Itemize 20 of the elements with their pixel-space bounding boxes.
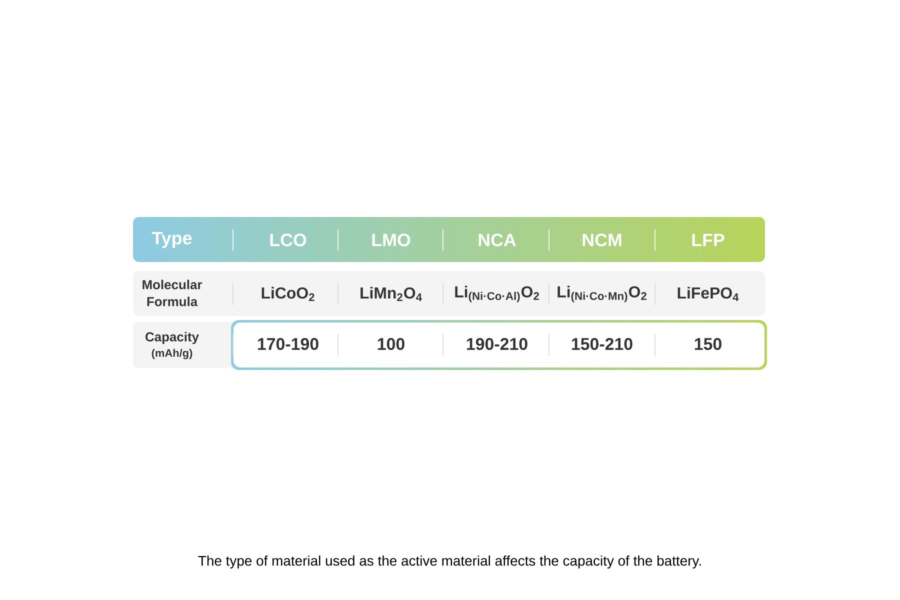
table-cell: 150 xyxy=(694,338,722,350)
table-cell: Li$_{(Ni·Co·Al)}$O$_{2}$ xyxy=(455,286,539,302)
table-cell: LiFePO$_{4}$ xyxy=(678,286,739,302)
header-cell: Type xyxy=(152,232,192,248)
header-cell: LFP xyxy=(692,234,724,246)
table-cell: Li$_{(Ni·Co·Mn)}$O$_{2}$ xyxy=(558,286,646,302)
table-cell: 100 xyxy=(378,338,404,350)
header-cell: NCM xyxy=(582,234,622,246)
table-cell: LiCoO$_{2}$ xyxy=(262,286,314,302)
header-cell: NCA xyxy=(478,234,516,246)
table-cell: LiMn$_{2}$O$_{4}$ xyxy=(360,286,422,302)
table-cell: 170-190 xyxy=(258,338,318,350)
row-header: Molecular Formula xyxy=(142,280,202,306)
unit-label: (mAh/g) xyxy=(152,348,192,360)
table-cell: 150-210 xyxy=(572,338,632,350)
header-cell: LMO xyxy=(372,234,410,246)
header-cell: LCO xyxy=(270,234,306,246)
row-header: Capacity xyxy=(146,332,199,344)
table-cell: 190-210 xyxy=(467,338,528,350)
caption: The type of material used as the active material affects the capacity of the battery. xyxy=(198,556,701,568)
